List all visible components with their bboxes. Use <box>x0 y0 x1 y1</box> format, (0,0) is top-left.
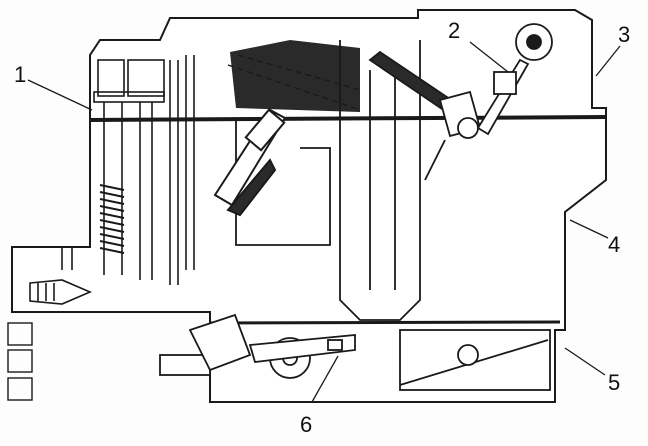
bottom-gasket-line <box>209 320 561 325</box>
callout-1: 1 <box>14 62 26 87</box>
idle-mixture-screw <box>29 279 93 305</box>
venturi <box>235 40 421 321</box>
callout-3: 3 <box>618 22 630 47</box>
bottom-left-boxes <box>7 322 33 401</box>
callout-2: 2 <box>448 18 460 43</box>
pump-spring <box>99 184 125 254</box>
throttle-assembly <box>159 313 551 391</box>
callout-4: 4 <box>608 232 620 257</box>
callout-6: 6 <box>300 412 312 437</box>
gasket-line <box>89 115 607 122</box>
callout-5: 5 <box>608 370 620 395</box>
float-needle-valve <box>368 23 553 181</box>
air-channel-dashed <box>227 54 361 111</box>
pump-linkage <box>213 108 287 217</box>
top-cover-shading <box>230 40 360 112</box>
callout-leaders <box>27 41 621 403</box>
